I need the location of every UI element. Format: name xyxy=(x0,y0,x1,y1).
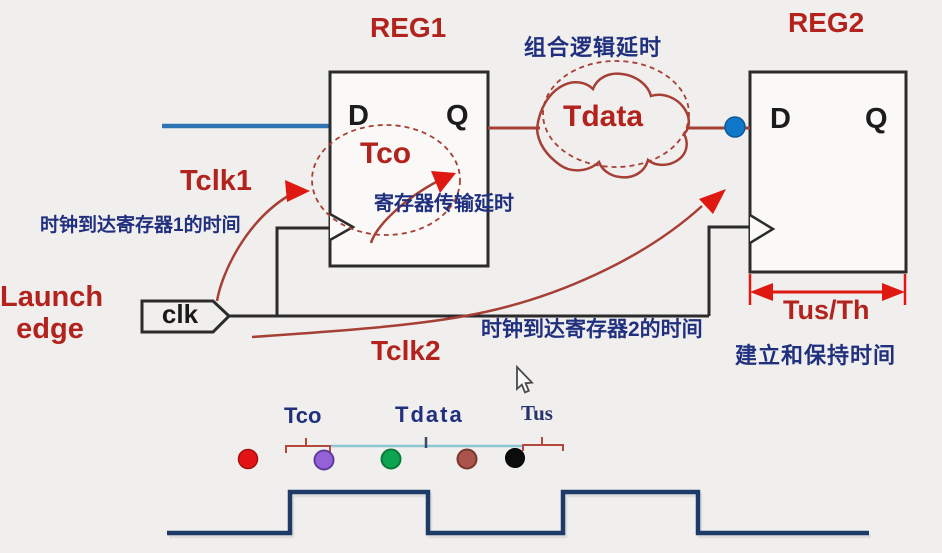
tus-bracket xyxy=(522,437,564,451)
reg-transfer-delay-label: 寄存器传输延时 xyxy=(374,193,514,215)
reg2-d-port-label: D xyxy=(770,103,791,135)
timeline-tdata-label: Tdata xyxy=(395,402,464,427)
reg2-q-port-label: Q xyxy=(865,103,888,135)
tco-arrow-curve xyxy=(369,179,439,244)
launch-edge-label: Launch edge xyxy=(0,281,104,346)
reg1-title: REG1 xyxy=(370,12,447,43)
tclk2-arrowhead-icon xyxy=(699,189,726,214)
clk-label: clk xyxy=(161,299,199,329)
launch-edge-line2: edge xyxy=(16,313,84,346)
tclk2-arrow-curve xyxy=(251,205,703,339)
tdata-mid-dot xyxy=(380,448,402,470)
tdata-end-dot xyxy=(456,448,478,470)
tus-th-label: Tus/Th xyxy=(783,295,870,325)
clock-arrival-reg2-label: 时钟到达寄存器2的时间 xyxy=(481,318,703,341)
tco-start-dot xyxy=(313,449,335,471)
tusth-right-arrowhead-icon xyxy=(882,283,905,301)
clk-source-pentagon xyxy=(140,299,232,334)
clock-arrival-reg1-label: 时钟到达寄存器1的时间 xyxy=(40,215,241,236)
reg2-title: REG2 xyxy=(788,7,865,38)
tco-label: Tco xyxy=(360,137,412,170)
reg1-box xyxy=(328,70,490,268)
tclk1-label: Tclk1 xyxy=(180,165,253,197)
tco-dashed-ellipse xyxy=(311,124,461,236)
launch-edge-line1: Launch xyxy=(0,281,104,313)
tdata-label: Tdata xyxy=(563,100,644,133)
launch-edge-dot xyxy=(237,448,259,470)
tusth-left-arrowhead-icon xyxy=(750,283,773,301)
tco-bracket xyxy=(285,438,331,453)
clock-waveform xyxy=(167,489,869,536)
logic-cloud-dashed-ellipse xyxy=(542,60,690,168)
timeline-tco-label: Tco xyxy=(284,403,322,428)
comb-logic-delay-label: 组合逻辑延时 xyxy=(524,35,663,60)
reg1-d-port-label: D xyxy=(348,100,369,132)
tclk1-arrow-curve xyxy=(215,194,289,302)
net-junction-dot xyxy=(724,116,746,138)
reg1-q-port-label: Q xyxy=(446,100,469,132)
tco-arrowhead-icon xyxy=(431,171,456,193)
tclk1-arrowhead-icon xyxy=(285,180,310,202)
mouse-cursor-icon xyxy=(516,364,534,394)
reg2-box xyxy=(748,70,908,274)
tclk2-label: Tclk2 xyxy=(371,335,441,366)
tusth-end-bars xyxy=(748,274,907,305)
reg2-clock-triangle-icon xyxy=(749,213,776,245)
setup-hold-time-label: 建立和保持时间 xyxy=(735,343,897,368)
timeline-tus-label: Tus xyxy=(521,401,553,425)
capture-dot xyxy=(505,448,525,468)
clock-waveform-shadow xyxy=(169,492,871,539)
